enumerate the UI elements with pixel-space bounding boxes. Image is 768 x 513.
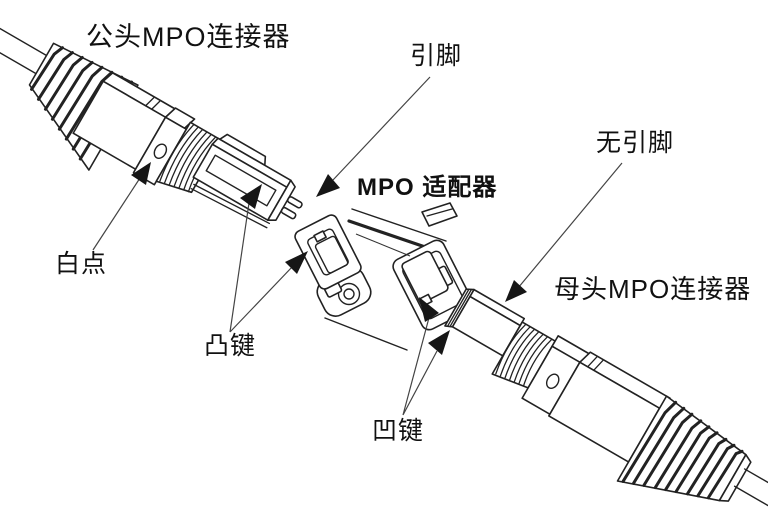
guide-pin-1 <box>286 196 303 209</box>
no-pin-label: 无引脚 <box>596 129 675 157</box>
adapter-ear-hole <box>337 282 361 306</box>
male-mpo-connector-drawing <box>0 18 303 229</box>
no-pin-leader-arrow <box>505 162 623 302</box>
white-dot-leader-arrow <box>92 162 151 251</box>
adapter-left-keyway <box>313 230 327 243</box>
no-pin-arrowhead <box>505 280 527 302</box>
guide-pin-2 <box>280 206 297 220</box>
convex-key-label: 凸键 <box>204 332 257 360</box>
adapter-label: MPO 适配器 <box>357 174 498 201</box>
male-ferrule-slot <box>205 154 277 207</box>
mpo-adapter-drawing <box>294 202 474 351</box>
adapter-latch-line <box>426 208 453 217</box>
concave-key-label: 凹键 <box>372 417 425 445</box>
female-cable <box>733 468 768 513</box>
female-boot-cap <box>718 453 752 502</box>
convex-key-leader-arrows <box>229 184 308 333</box>
pin-arrowhead <box>316 174 340 197</box>
female-endface-layers <box>446 288 473 328</box>
male-connector-label: 公头MPO连接器 <box>86 22 291 52</box>
convex-key-arrowhead-adapter <box>285 251 308 274</box>
adapter-left-flange <box>294 214 362 290</box>
male-ferrule-stripes <box>190 183 271 229</box>
female-mpo-connector-drawing <box>444 288 768 513</box>
male-sleeve-ribs <box>159 124 220 193</box>
female-housing-accent-lines <box>586 356 604 371</box>
female-dot-marker <box>545 373 560 390</box>
male-cable <box>0 18 56 81</box>
adapter-seam <box>347 219 436 252</box>
adapter-top-edge <box>351 208 447 242</box>
white-dot-label: 白点 <box>55 250 108 278</box>
adapter-left-tunnel <box>314 235 349 274</box>
adapter-bottom-edge <box>324 317 408 351</box>
white-dot-arrowhead <box>131 162 151 185</box>
male-ferrule-endface <box>266 179 296 222</box>
adapter-latch-tab <box>421 202 458 227</box>
concave-key-leader-arrows <box>402 297 450 416</box>
male-housing-accent-lines <box>144 97 161 110</box>
adapter-right-tunnel <box>401 250 449 304</box>
female-connector-label: 母头MPO连接器 <box>554 274 752 304</box>
female-sleeve-ribs <box>495 324 552 387</box>
female-boot-ribs <box>621 400 744 500</box>
adapter-ear-hole-inner <box>343 288 355 300</box>
convex-key-arrowhead-ferrule <box>240 184 262 209</box>
pin-leader-arrow <box>316 76 431 197</box>
concave-key-arrowhead-ferrule <box>428 330 450 355</box>
adapter-tunnel-edge <box>355 233 411 257</box>
pin-label: 引脚 <box>410 42 463 70</box>
concave-key-arrowhead-adapter <box>419 297 439 322</box>
white-dot-marker <box>153 143 168 159</box>
